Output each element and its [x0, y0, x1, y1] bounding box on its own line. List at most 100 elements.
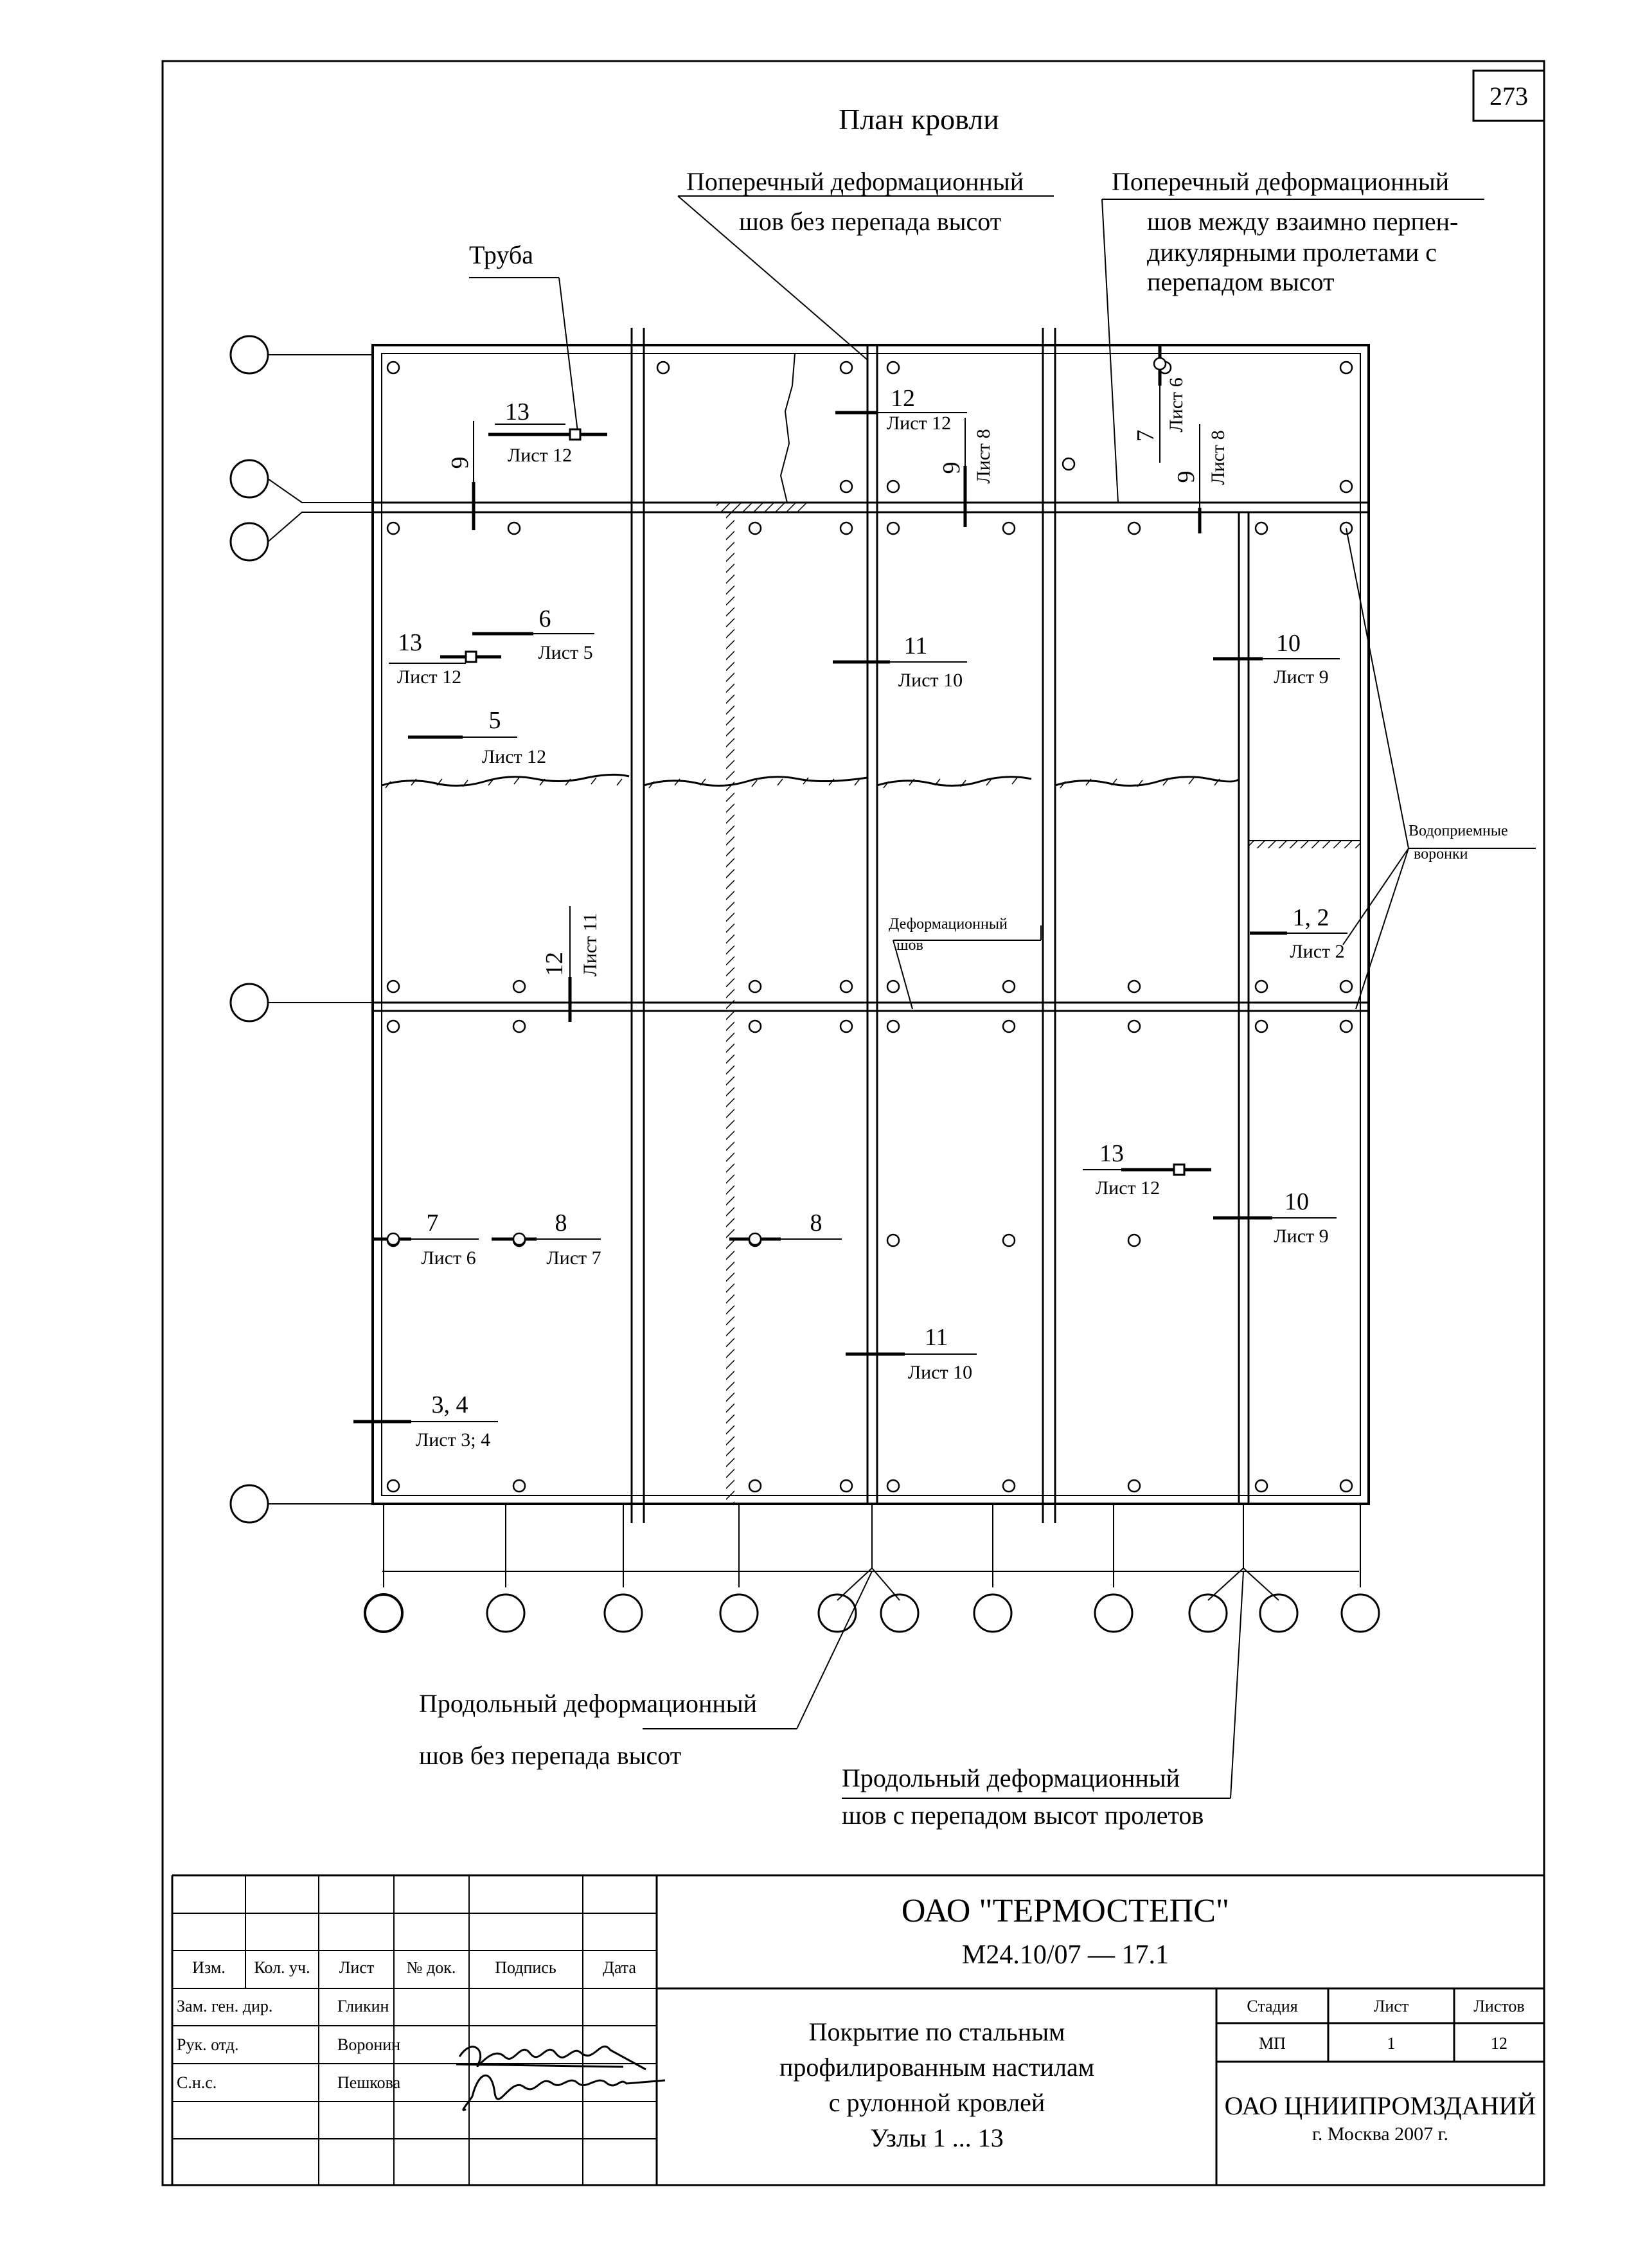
tb-header-kol: Кол. уч.: [254, 1958, 310, 1977]
node-markers: [353, 344, 1347, 1424]
node-12-mid-num: 12: [541, 952, 568, 976]
callout-transverse-perp-line2: шов между взаимно перпен-: [1147, 207, 1458, 236]
callout-longitudinal-no-drop-line2: шов без перепада высот: [419, 1741, 681, 1770]
tb-header-podpis: Подпись: [495, 1958, 556, 1977]
plan-title: План кровли: [839, 103, 999, 136]
signature-voronin: [456, 2045, 646, 2071]
node-12-top-sheet: Лист 12: [887, 413, 951, 434]
tb-company: ОАО "ТЕРМОСТЕПС": [902, 1893, 1229, 1929]
sheet-number-box: [1472, 69, 1545, 122]
break-line-wavy: [381, 773, 1240, 787]
tb-name-3: Пешкова: [337, 2073, 401, 2092]
node-5-num: 5: [489, 707, 501, 734]
sheet-frame: [161, 60, 1545, 2186]
node-12-top-num: 12: [891, 385, 915, 412]
node-7-top-sheet: Лист 6: [1166, 377, 1187, 432]
hatched-seam-drain-bay: [1249, 841, 1360, 848]
node-5-sheet: Лист 12: [482, 746, 546, 767]
node-9a-num: 9: [447, 457, 474, 469]
node-11b-num: 11: [925, 1324, 948, 1351]
node-9b-num: 9: [938, 462, 965, 474]
tb-role-1: Зам. ген. дир.: [177, 1997, 272, 2015]
tb-header-list: Лист: [339, 1958, 374, 1977]
signatures: [456, 2045, 666, 2111]
tb-sheets: 12: [1491, 2034, 1507, 2053]
node-13-top-sheet: Лист 12: [508, 445, 572, 466]
horizontal-grid-lines: [373, 501, 1369, 1012]
callout-transverse-perp-line1: Поперечный деформационный: [1112, 167, 1449, 196]
callout-deform-seam-line2: шов: [896, 937, 923, 954]
roof-plan: [229, 328, 1380, 1633]
tb-sheet-label: Лист: [1374, 1997, 1409, 2015]
node-13-mid-num: 13: [398, 629, 422, 656]
node-11a-num: 11: [904, 632, 928, 659]
node-13-top-num: 13: [505, 398, 529, 425]
tb-desc-3: с рулонной кровлей: [829, 2088, 1045, 2117]
title-block: [171, 1874, 1544, 2185]
tb-desc-2: профилированным настилам: [779, 2053, 1094, 2082]
vertical-grid-lines: [630, 328, 1250, 1523]
title-block-texts: Изм. Кол. уч. Лист № док. Подпись Дата З…: [177, 1893, 1536, 2152]
break-line-top: [779, 353, 796, 503]
tb-stage: МП: [1259, 2034, 1286, 2053]
callout-drains-line1: Водоприемные: [1409, 823, 1508, 839]
callout-pipe: Труба: [469, 240, 533, 269]
tb-header-data: Дата: [603, 1958, 636, 1977]
node-6-num: 6: [539, 605, 551, 632]
node-13-low-sheet: Лист 12: [1096, 1177, 1160, 1199]
signature-peshkova: [462, 2074, 666, 2111]
callout-drains-line2: воронки: [1414, 846, 1468, 862]
tb-header-izm: Изм.: [192, 1958, 226, 1977]
sheet-number: 273: [1489, 82, 1528, 111]
callout-longitudinal-no-drop-line1: Продольный деформационный: [419, 1689, 757, 1718]
node-7-top-num: 7: [1132, 430, 1159, 442]
callout-transverse-perp-line4: перепадом высот: [1147, 267, 1334, 296]
hatched-seam-vertical: [726, 512, 734, 1504]
node-3-4-sheet: Лист 3; 4: [416, 1429, 490, 1451]
roof-inner-outline: [381, 353, 1361, 1496]
tb-desc-4: Узлы 1 ... 13: [870, 2123, 1003, 2152]
node-9c-sheet: Лист 8: [1207, 430, 1229, 485]
node-10b-sheet: Лист 9: [1274, 1226, 1328, 1247]
node-9b-sheet: Лист 8: [973, 429, 994, 483]
callout-leaders: [469, 195, 1536, 1799]
tb-sheets-label: Листов: [1473, 1997, 1524, 2015]
node-10a-num: 10: [1276, 630, 1301, 657]
node-11b-sheet: Лист 10: [908, 1362, 972, 1383]
node-3-4-num: 3, 4: [432, 1391, 468, 1418]
roof-outline: [371, 344, 1370, 1505]
hatched-parapet-top: [716, 503, 806, 512]
tb-name-1: Гликин: [337, 1997, 389, 2015]
node-10b-num: 10: [1285, 1188, 1309, 1215]
callout-transverse-no-drop-line1: Поперечный деформационный: [686, 167, 1024, 196]
node-9c-num: 9: [1173, 471, 1200, 483]
tb-role-3: С.н.с.: [177, 2073, 217, 2092]
node-11a-sheet: Лист 10: [898, 670, 963, 691]
bottom-axis-markers: [364, 1504, 1380, 1633]
node-12-mid-sheet: Лист 11: [580, 913, 601, 976]
node-7-low-num: 7: [427, 1210, 439, 1237]
node-1-2-num: 1, 2: [1293, 904, 1329, 931]
callout-texts: Поперечный деформационный шов без перепа…: [419, 167, 1508, 1830]
callout-transverse-perp-line3: дикулярными пролетами с: [1147, 238, 1437, 267]
node-10a-sheet: Лист 9: [1274, 666, 1328, 688]
tb-stage-label: Стадия: [1247, 1997, 1297, 2015]
tb-name-2: Воронин: [337, 2035, 400, 2054]
callout-transverse-no-drop-line2: шов без перепада высот: [739, 207, 1001, 236]
node-labels: 13 Лист 12 12 Лист 12 9 9 Лист 8 7 Лист …: [397, 377, 1345, 1451]
break-line-wavy-hatch: [385, 777, 1220, 789]
callout-longitudinal-drop-line1: Продольный деформационный: [842, 1764, 1180, 1792]
tb-header-ndok: № док.: [407, 1958, 456, 1977]
tb-code: М24.10/07 — 17.1: [962, 1940, 1169, 1970]
tb-sheet: 1: [1387, 2034, 1396, 2053]
node-1-2-sheet: Лист 2: [1290, 941, 1344, 962]
callout-deform-seam-line1: Деформационный: [889, 916, 1008, 933]
node-7-low-sheet: Лист 6: [421, 1247, 476, 1269]
callout-longitudinal-drop-line2: шов с перепадом высот пролетов: [842, 1801, 1204, 1830]
node-13-low-num: 13: [1099, 1140, 1124, 1167]
node-8b-num: 8: [810, 1210, 822, 1237]
tb-org: ОАО ЦНИИПРОМЗДАНИЙ: [1225, 2091, 1536, 2120]
node-6-sheet: Лист 5: [538, 642, 592, 663]
fixture-circles: [386, 361, 1353, 1493]
